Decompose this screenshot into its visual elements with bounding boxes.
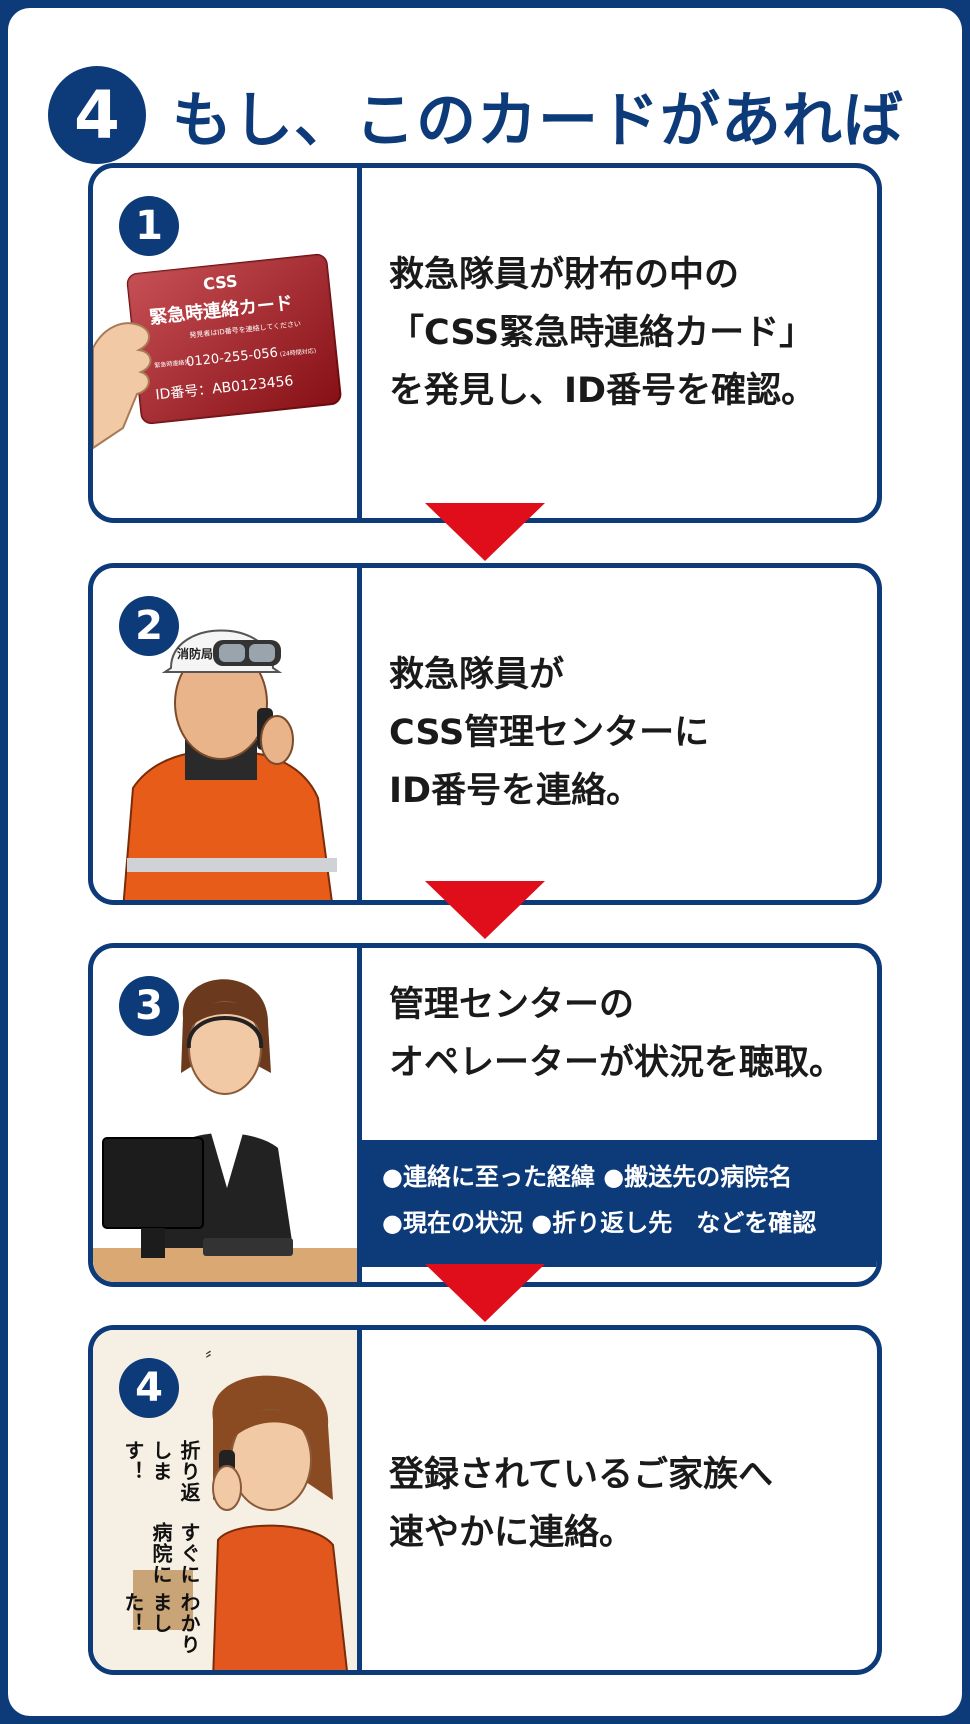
speech-line: 折り返します！ xyxy=(121,1440,201,1503)
step-card-1: CSS 緊急時連絡カード 発見者はID番号を連絡してください 緊急時連絡先 01… xyxy=(88,163,882,523)
step-text-line: 救急隊員が xyxy=(389,655,565,695)
step-text-line: 管理センターの xyxy=(389,985,635,1025)
step-card-4: 〞 わかりました！ すぐに病院に 折り返します！ 4 登録されているご家族へ 速… xyxy=(88,1325,882,1675)
step-description: 登録されているご家族へ 速やかに連絡。 xyxy=(389,1446,857,1562)
step-number-badge: 1 xyxy=(119,196,179,256)
card-illustration: CSS 緊急時連絡カード 発見者はID番号を連絡してください 緊急時連絡先 01… xyxy=(93,168,362,518)
step-text-line: オペレーターが状況を聴取。 xyxy=(389,1043,845,1083)
firefighter-illustration: 消防局 xyxy=(93,568,362,900)
step-number-badge: 3 xyxy=(119,976,179,1036)
step-text-line: を発見し、ID番号を確認。 xyxy=(389,371,817,411)
family-member-illustration: 〞 わかりました！ すぐに病院に 折り返します！ xyxy=(93,1330,362,1670)
hand-icon xyxy=(93,322,152,450)
card-logo: CSS xyxy=(202,271,238,293)
card-hours: (24時間対応) xyxy=(280,347,317,359)
confirmation-items-line: ●現在の状況 ●折り返し先 などを確認 xyxy=(382,1209,817,1237)
helmet-label: 消防局 xyxy=(177,646,213,661)
section-header: 4 もし、このカードがあれば xyxy=(48,66,904,164)
down-arrow-icon xyxy=(425,503,545,561)
step-card-3: 3 管理センターの オペレーターが状況を聴取。 ●連絡に至った経緯 ●搬送先の病… xyxy=(88,943,882,1287)
confirmation-items-band: ●連絡に至った経緯 ●搬送先の病院名 ●現在の状況 ●折り返し先 などを確認 xyxy=(362,1140,877,1267)
step-text-line: CSS管理センターに xyxy=(389,713,710,753)
step-text-line: 速やかに連絡。 xyxy=(389,1513,635,1553)
step-description: 救急隊員が CSS管理センターに ID番号を連絡。 xyxy=(389,646,857,820)
step-card-2: 消防局 2 救急隊員が CSS管理センターに ID番号を連絡。 xyxy=(88,563,882,905)
down-arrow-icon xyxy=(425,881,545,939)
step-text-line: 救急隊員が財布の中の xyxy=(389,255,740,295)
step-description: 管理センターの オペレーターが状況を聴取。 xyxy=(389,976,857,1092)
step-description: 救急隊員が財布の中の 「CSS緊急時連絡カード」 を発見し、ID番号を確認。 xyxy=(389,246,857,420)
section-title: もし、このカードがあれば xyxy=(172,85,904,156)
speech-line: すぐに病院に xyxy=(149,1521,201,1585)
step-text-line: 登録されているご家族へ xyxy=(389,1455,773,1495)
step-text-line: 「CSS緊急時連絡カード」 xyxy=(389,313,815,353)
speech-line: わかりました！ xyxy=(121,1592,201,1656)
step-number-badge: 2 xyxy=(119,596,179,656)
speech-text: わかりました！ すぐに病院に 折り返します！ xyxy=(119,1440,203,1670)
confirmation-items-line: ●連絡に至った経緯 ●搬送先の病院名 xyxy=(382,1163,793,1191)
card-contact-label: 緊急時連絡先 xyxy=(154,358,191,370)
svg-text:〞: 〞 xyxy=(205,1350,223,1371)
step-text-line: ID番号を連絡。 xyxy=(389,771,642,811)
step-number-badge: 4 xyxy=(119,1358,179,1418)
section-number-badge: 4 xyxy=(48,66,146,164)
down-arrow-icon xyxy=(425,1264,545,1322)
